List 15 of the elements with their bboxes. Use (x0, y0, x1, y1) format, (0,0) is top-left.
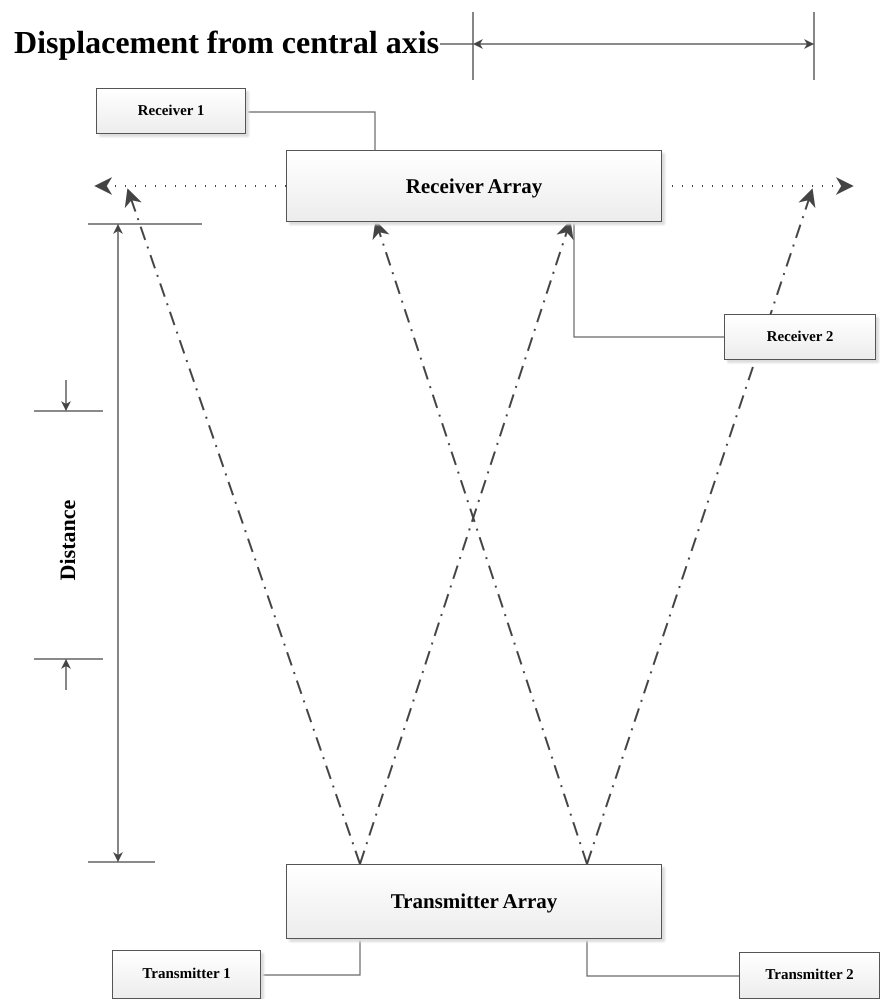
arrow (124, 188, 361, 864)
leader-line (586, 939, 739, 977)
label-box: Receiver 2 (724, 314, 876, 360)
leader-line (261, 939, 361, 976)
array-box: Transmitter Array (286, 864, 662, 939)
label-box: Transmitter 1 (112, 950, 261, 999)
leader-line (246, 111, 376, 150)
dimension-label: Distance (55, 500, 81, 580)
axis-label: Displacement from central axis (14, 24, 440, 61)
arrow (586, 188, 816, 864)
array-box: Receiver Array (286, 150, 662, 222)
label-box: Receiver 1 (96, 88, 246, 134)
arrow (94, 177, 286, 195)
label-box: Transmitter 2 (739, 952, 880, 999)
leader-line (573, 222, 724, 338)
